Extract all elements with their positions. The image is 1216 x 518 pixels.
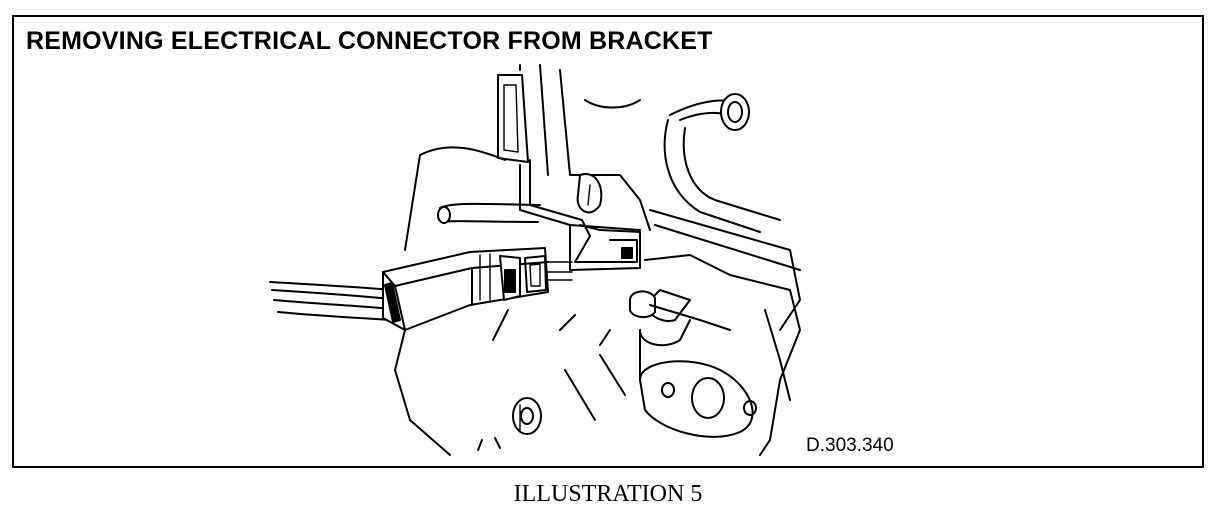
figure-code: D.303.340	[806, 435, 894, 456]
engine-block	[629, 254, 801, 456]
engine-housing	[394, 69, 651, 456]
mounting-boss	[512, 397, 542, 435]
coolant-pipe	[649, 93, 801, 331]
illustration-frame: REMOVING ELECTRICAL CONNECTOR FROM BRACK…	[12, 15, 1204, 468]
connector-bracket	[519, 159, 641, 271]
illustration-title: REMOVING ELECTRICAL CONNECTOR FROM BRACK…	[26, 27, 713, 55]
wiring-harness	[269, 281, 393, 321]
illustration-caption: ILLUSTRATION 5	[513, 481, 703, 507]
electrical-connector	[382, 247, 573, 331]
vacuum-tube	[437, 64, 549, 224]
